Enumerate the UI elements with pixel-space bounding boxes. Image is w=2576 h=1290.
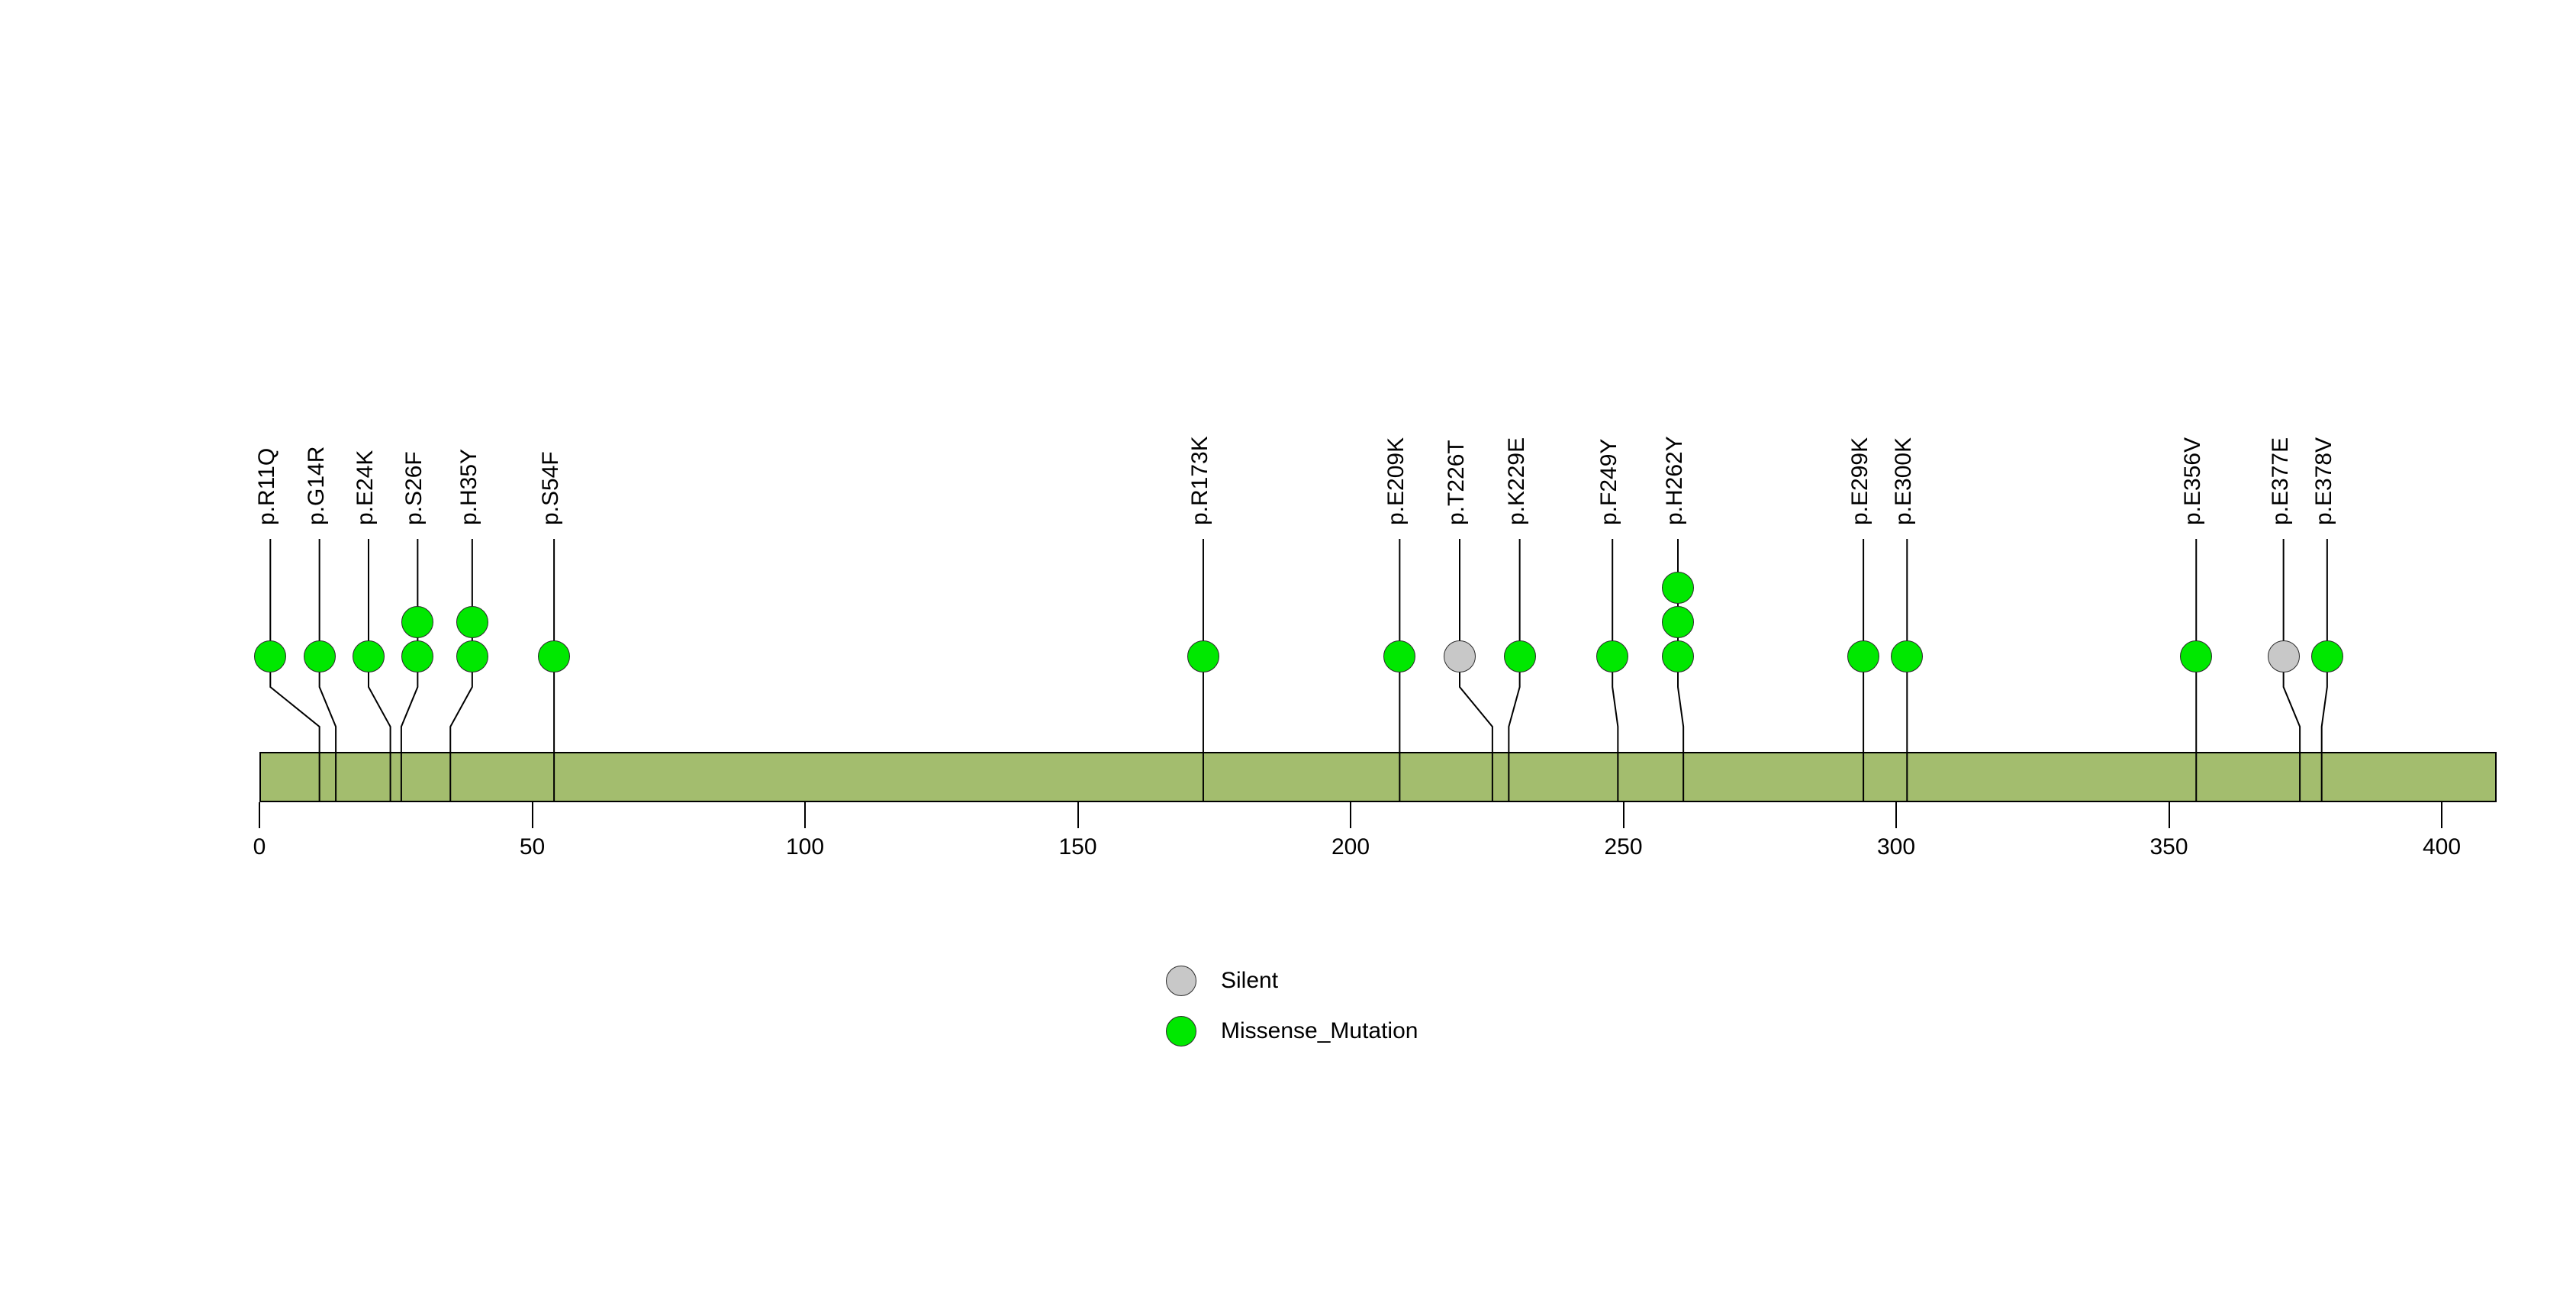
axis-tick-label: 250 (1604, 834, 1643, 859)
mutation-dot[interactable] (2310, 640, 2343, 672)
mutation-dot[interactable] (456, 640, 488, 672)
axis-tick-label: 400 (2422, 834, 2462, 859)
mutation-dot[interactable] (254, 640, 287, 672)
mutation-label: p.E356V (2180, 437, 2206, 525)
axis-tick-label: 0 (253, 834, 266, 859)
mutation-dot[interactable] (2267, 640, 2300, 672)
mutation-label: p.R11Q (254, 447, 280, 525)
legend-swatch-circle-icon (1166, 1016, 1196, 1047)
mutation-dot[interactable] (303, 640, 336, 672)
mutation-label: p.E299K (1847, 437, 1873, 525)
mutation-label: p.R173K (1187, 436, 1212, 525)
axis-tick-label: 300 (1876, 834, 1916, 859)
axis-tick (531, 802, 533, 828)
axis-tick (259, 802, 260, 828)
axis-tick (2441, 802, 2442, 828)
mutation-label: p.G14R (303, 446, 329, 525)
mutation-label: p.T226T (1444, 440, 1469, 525)
legend-label: Missense_Mutation (1221, 1018, 1418, 1043)
mutation-label: p.K229E (1503, 437, 1529, 525)
mutation-dot[interactable] (401, 640, 434, 672)
mutation-dot[interactable] (1662, 606, 1694, 638)
mutation-label: p.F249Y (1596, 438, 1622, 525)
mutation-label: p.H35Y (456, 448, 481, 525)
mutation-label: p.E300K (1891, 437, 1917, 525)
mutation-dot[interactable] (538, 640, 571, 672)
mutation-dot[interactable] (1847, 640, 1880, 672)
mutation-label: p.H262Y (1662, 436, 1687, 525)
axis-tick (2168, 802, 2170, 828)
legend-swatch-circle-icon (1166, 966, 1196, 996)
legend-label: Silent (1221, 968, 1279, 993)
axis-tick-label: 150 (1058, 834, 1097, 859)
axis-tick-label: 100 (785, 834, 825, 859)
mutation-dot[interactable] (2180, 640, 2213, 672)
axis-tick (1895, 802, 1897, 828)
mutation-dot[interactable] (1383, 640, 1416, 672)
mutation-dot[interactable] (1662, 640, 1694, 672)
protein-backbone-bar (259, 752, 2497, 802)
mutation-dot[interactable] (401, 606, 434, 638)
mutation-dot[interactable] (1891, 640, 1924, 672)
mutation-dot[interactable] (1662, 572, 1694, 604)
mutation-label: p.E209K (1383, 437, 1409, 525)
axis-tick (804, 802, 806, 828)
mutation-label: p.E377E (2267, 437, 2293, 525)
mutation-dot[interactable] (1444, 640, 1476, 672)
mutation-dot[interactable] (1187, 640, 1219, 672)
mutation-label: p.S26F (401, 451, 427, 525)
axis-tick-label: 350 (2149, 834, 2188, 859)
axis-tick-label: 50 (519, 834, 546, 859)
mutation-label: p.S54F (538, 451, 564, 525)
axis-tick (1077, 802, 1079, 828)
mutation-label: p.E378V (2310, 437, 2336, 525)
axis-tick (1350, 802, 1351, 828)
axis-tick-label: 200 (1331, 834, 1370, 859)
mutation-label: p.E24K (353, 450, 378, 525)
mutation-dot[interactable] (1596, 640, 1629, 672)
axis-tick (1622, 802, 1624, 828)
mutation-dot[interactable] (1503, 640, 1536, 672)
mutation-dot[interactable] (456, 606, 488, 638)
mutation-dot[interactable] (353, 640, 385, 672)
